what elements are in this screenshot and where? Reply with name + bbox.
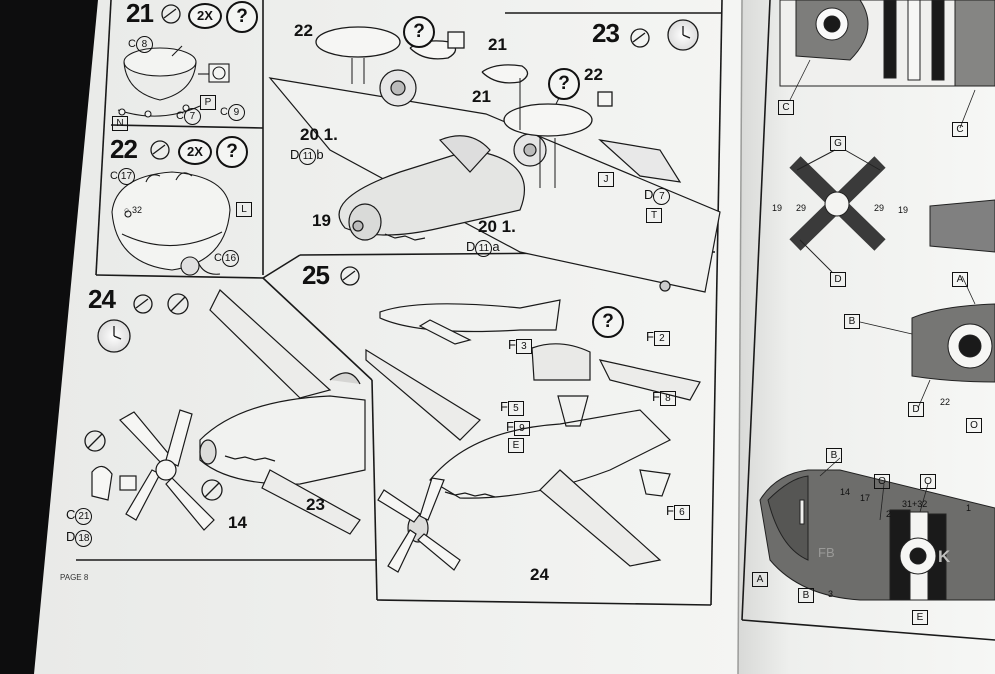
step-23-number: 23	[592, 18, 620, 48]
step-25-label-24: 24	[530, 565, 549, 584]
decal-num-29a: 29	[796, 203, 807, 213]
decal-tag-g: G	[830, 136, 846, 151]
decal-num-14: 14	[840, 487, 851, 497]
step-21-number: 21	[126, 0, 154, 28]
step-23-decal-t: T	[646, 208, 662, 223]
step-22-multiplier-badge: 2X	[178, 139, 212, 165]
decal-num-22: 22	[940, 397, 951, 407]
decal-tag-c1: C	[778, 100, 794, 115]
decal-num-29b: 29	[874, 203, 885, 213]
decal-tag-b1: B	[844, 314, 860, 329]
step-23-label-20a: 20 1.	[300, 125, 338, 144]
step-24-label-14: 14	[228, 513, 247, 532]
decal-code-r: R	[911, 547, 922, 563]
step-23-question-icon-a: ?	[403, 16, 435, 48]
decal-tag-d2: D	[908, 402, 924, 417]
step-21-decal-p: P	[200, 95, 216, 110]
step-22-number: 22	[110, 134, 138, 164]
step-23-label-22a: 22	[294, 21, 313, 40]
step-22-decal-l: L	[236, 202, 252, 217]
decal-tag-c2: C	[952, 122, 968, 137]
step-25-number: 25	[302, 260, 330, 290]
step-23-question-icon-b: ?	[548, 68, 580, 100]
decal-num-2: 2	[886, 509, 892, 519]
decal-tag-b3: B	[798, 588, 814, 603]
step-23-label-20b: 20 1.	[478, 217, 516, 236]
step-21-decal-n: N	[112, 116, 128, 131]
decal-num-19a: 19	[772, 203, 783, 213]
step-23-decal-j: J	[598, 172, 614, 187]
decal-tag-a1: A	[952, 272, 968, 287]
decal-code-fb: FB	[818, 545, 835, 560]
decal-tag-e: E	[912, 610, 928, 625]
decal-tag-d1: D	[830, 272, 846, 287]
decal-num-31-32: 31+32	[902, 499, 928, 509]
decal-code-k: K	[938, 547, 951, 566]
decal-num-1: 1	[966, 503, 972, 513]
step-21-multiplier-badge: 2X	[188, 3, 222, 29]
step-24-label-23: 23	[306, 495, 325, 514]
step-24-number: 24	[88, 284, 116, 314]
decal-num-17: 17	[860, 493, 871, 503]
decal-tag-a2: A	[752, 572, 768, 587]
step-21-question-icon: ?	[226, 1, 258, 33]
step-22-question-icon: ?	[216, 136, 248, 168]
step-25-decal-e: E	[508, 438, 524, 453]
step-23-label-19: 19	[312, 211, 331, 230]
page-number-label: PAGE 8	[60, 573, 89, 582]
step-23-label-21b: 21	[472, 87, 491, 106]
decal-num-19b: 19	[898, 205, 909, 215]
decal-tag-b2: B	[826, 448, 842, 463]
decal-tag-o2: O	[874, 474, 890, 489]
decal-tag-o3: O	[920, 474, 936, 489]
step-22-decal-32: ○ 32	[124, 205, 142, 215]
step-23-label-22b: 22	[584, 65, 603, 84]
decal-num-3: 3	[828, 589, 834, 599]
step-25-question-icon: ?	[592, 306, 624, 338]
decal-tag-o1: O	[966, 418, 982, 433]
step-23-label-21a: 21	[488, 35, 507, 54]
